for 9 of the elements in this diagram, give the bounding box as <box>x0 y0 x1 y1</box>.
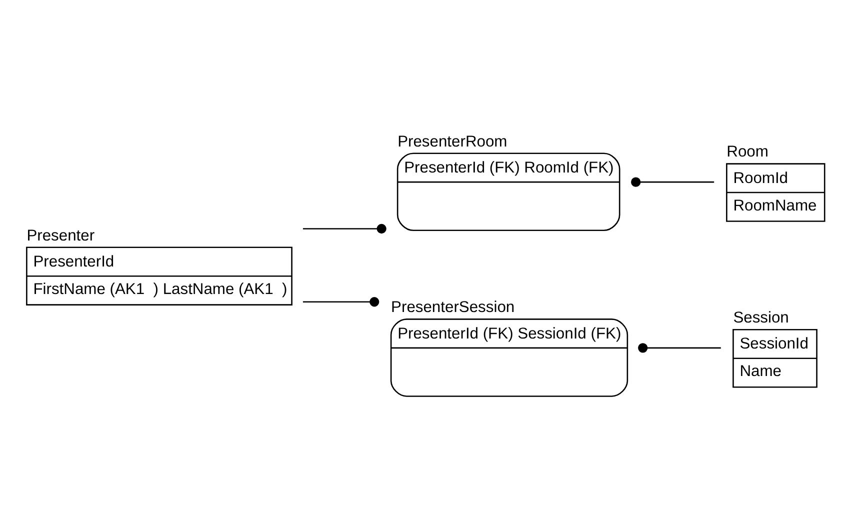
connector <box>302 297 380 307</box>
node-label: Session <box>733 310 789 327</box>
node-label: Room <box>726 144 768 161</box>
node-label: Presenter <box>26 227 95 244</box>
node-label: PresenterSession <box>391 299 515 316</box>
connector <box>638 343 721 353</box>
connector <box>302 224 386 234</box>
node-label: PresenterRoom <box>398 133 508 150</box>
connector <box>631 177 714 187</box>
